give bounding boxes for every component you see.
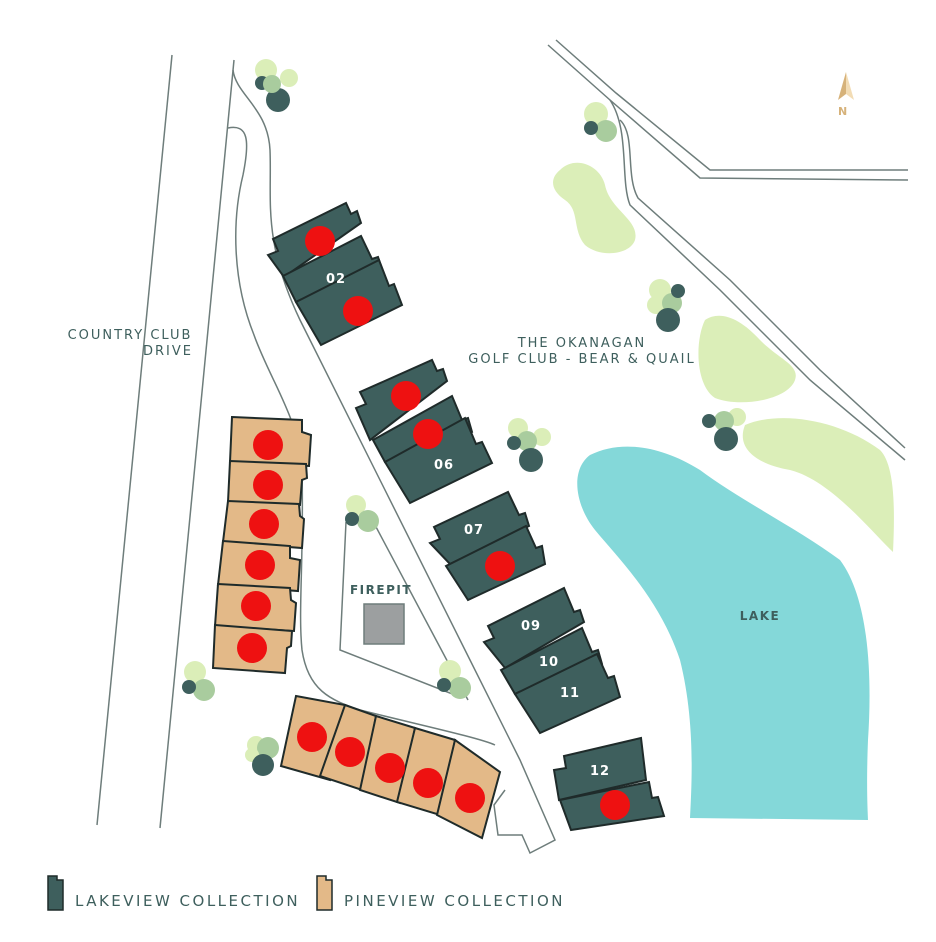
tree-cluster: [702, 408, 746, 451]
lake: [577, 446, 870, 820]
firepit: [363, 603, 405, 645]
sold-marker: [253, 470, 283, 500]
lake-label: LAKE: [740, 609, 780, 623]
tree-cluster: [245, 736, 279, 776]
sold-marker: [413, 768, 443, 798]
pineview-swatch: [316, 875, 333, 911]
trees: [182, 59, 746, 776]
sold-marker: [297, 722, 327, 752]
country-club-drive-road: [96, 54, 235, 829]
sold-marker: [335, 737, 365, 767]
tree-cluster: [345, 495, 379, 532]
sold-marker: [391, 381, 421, 411]
lakeview-label: LAKEVIEW COLLECTION: [75, 892, 301, 910]
legend-lakeview: LAKEVIEW COLLECTION: [47, 872, 300, 912]
unit-label-09: 09: [521, 619, 541, 634]
sold-markers: [237, 226, 630, 820]
unit-label-07: 07: [464, 523, 484, 538]
sold-marker: [413, 419, 443, 449]
pineview-label: PINEVIEW COLLECTION: [344, 892, 565, 910]
tree-cluster: [437, 660, 471, 699]
lakeview-building-07-08: [428, 490, 547, 602]
sold-marker: [241, 591, 271, 621]
sold-marker: [455, 783, 485, 813]
tree-cluster: [507, 418, 551, 472]
tree-cluster: [647, 279, 685, 332]
golf-label-line-2: GOLF CLUB - BEAR & QUAIL: [468, 352, 695, 367]
lakeview-swatch: [47, 875, 64, 911]
sold-marker: [253, 430, 283, 460]
sold-marker: [237, 633, 267, 663]
tree-cluster: [255, 59, 298, 112]
north-label: N: [838, 105, 847, 118]
golf-label-line-1: THE OKANAGAN: [517, 336, 647, 351]
sold-marker: [305, 226, 335, 256]
legend-pineview: PINEVIEW COLLECTION: [316, 872, 565, 912]
tree-cluster: [584, 102, 617, 142]
sold-marker: [249, 509, 279, 539]
unit-label-06: 06: [434, 458, 454, 473]
unit-label-12: 12: [590, 764, 610, 779]
sold-marker: [600, 790, 630, 820]
north-arrow-icon: N: [838, 72, 854, 118]
firepit-label: FIREPIT: [350, 583, 412, 597]
unit-label-02: 02: [326, 272, 346, 287]
sold-marker: [343, 296, 373, 326]
sold-marker: [245, 550, 275, 580]
tree-cluster: [182, 661, 215, 701]
golf-greens: [553, 162, 894, 552]
sold-marker: [375, 753, 405, 783]
unit-label-11: 11: [560, 686, 580, 701]
road-label-line-2: DRIVE: [143, 344, 193, 359]
sold-marker: [485, 551, 515, 581]
lakeview-building-09-11: [482, 586, 622, 735]
unit-label-10: 10: [539, 655, 559, 670]
golf-course-road: [547, 39, 909, 461]
road-label-line-1: COUNTRY CLUB: [68, 328, 193, 343]
